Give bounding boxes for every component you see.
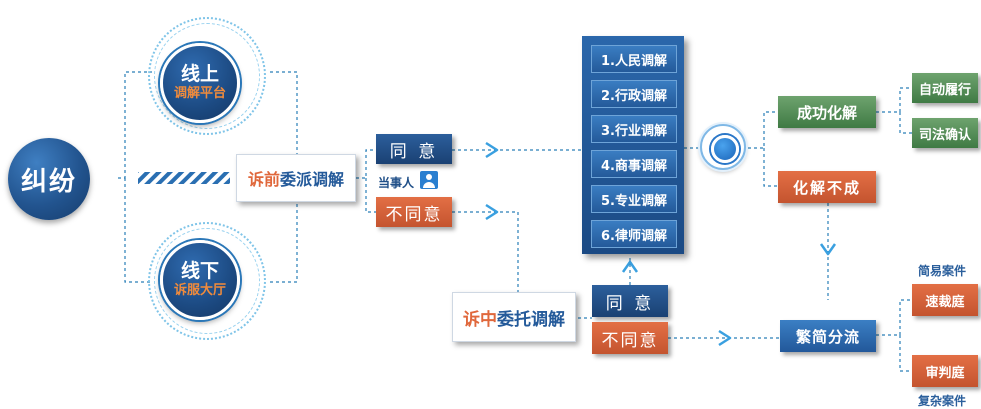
trial-court-label: 审判庭 <box>925 365 965 381</box>
in-litigation-highlight: 诉中 <box>463 309 497 330</box>
agree2-box: 同 意 <box>592 285 668 317</box>
fast-court-box: 速裁庭 <box>912 284 978 316</box>
judicial-confirm-label: 司法确认 <box>918 127 971 143</box>
arrow-icon <box>718 329 732 347</box>
agree2-label: 同 意 <box>605 293 655 314</box>
fast-court-label: 速裁庭 <box>925 294 965 310</box>
agree-box: 同 意 <box>376 134 452 164</box>
pre-litigation-highlight: 诉前 <box>247 170 280 189</box>
party-label: 当事人 <box>378 176 415 190</box>
online-ring-inner <box>154 23 260 129</box>
striped-connector <box>138 172 230 184</box>
success-label: 成功化解 <box>796 103 857 122</box>
person-icon <box>420 171 438 189</box>
disagree-box: 不同意 <box>376 197 452 227</box>
pre-litigation-mediation-box: 诉前 委派调解 <box>236 154 356 202</box>
offline-hall-node: 线下 诉服大厅 <box>160 240 240 320</box>
auto-perform-label: 自动履行 <box>918 82 971 98</box>
fail-label: 化解不成 <box>792 178 861 197</box>
judicial-confirm-box: 司法确认 <box>912 118 978 148</box>
online-subtitle: 调解平台 <box>173 86 226 101</box>
trial-court-box: 审判庭 <box>912 355 978 387</box>
arrow-icon <box>485 203 499 221</box>
online-platform-node: 线上 调解平台 <box>160 43 240 123</box>
offline-ring-inner <box>154 228 260 334</box>
offline-subtitle: 诉服大厅 <box>173 283 226 298</box>
auto-perform-box: 自动履行 <box>912 73 978 103</box>
disagree-label: 不同意 <box>385 204 443 225</box>
online-title: 线上 <box>180 63 219 85</box>
target-icon <box>700 124 746 170</box>
method-item: 6.律师调解 <box>591 220 677 248</box>
disagree2-label: 不同意 <box>601 330 659 351</box>
root-label: 纠纷 <box>20 166 77 197</box>
fail-box: 化解不成 <box>778 171 876 203</box>
method-item: 3.行业调解 <box>591 115 677 143</box>
arrow-icon <box>621 260 639 273</box>
offline-title: 线下 <box>180 260 219 282</box>
triage-label: 繁简分流 <box>795 327 860 346</box>
method-item: 2.行政调解 <box>591 80 677 108</box>
success-box: 成功化解 <box>778 96 876 128</box>
agree-label: 同 意 <box>389 141 439 162</box>
simple-cases-label: 简易案件 <box>918 264 967 278</box>
online-ring <box>148 17 266 135</box>
root-dispute-node: 纠纷 <box>8 138 90 220</box>
arrow-icon <box>819 243 837 256</box>
method-item: 1.人民调解 <box>591 45 677 73</box>
pre-litigation-rest: 委派调解 <box>280 170 345 189</box>
offline-ring <box>148 222 266 340</box>
in-litigation-mediation-box: 诉中 委托调解 <box>452 292 576 342</box>
arrow-icon <box>485 141 499 159</box>
disagree2-box: 不同意 <box>592 322 668 354</box>
triage-box: 繁简分流 <box>780 320 876 352</box>
in-litigation-rest: 委托调解 <box>497 309 565 330</box>
method-item: 5.专业调解 <box>591 185 677 213</box>
complex-cases-label: 复杂案件 <box>918 394 967 408</box>
method-item: 4.商事调解 <box>591 150 677 178</box>
